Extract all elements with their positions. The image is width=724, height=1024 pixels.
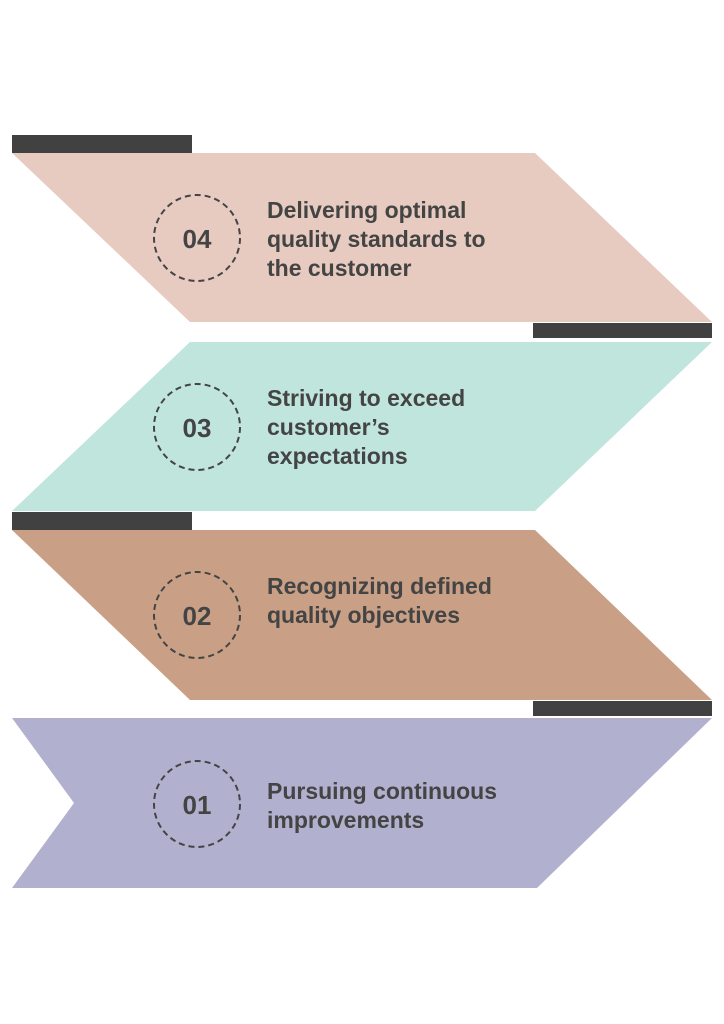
number-circle <box>153 571 241 659</box>
step-label-line: Delivering optimal <box>267 197 466 223</box>
step-label-line: improvements <box>267 807 424 833</box>
step-label-line: the customer <box>267 255 411 281</box>
step-number: 02 <box>183 601 212 631</box>
number-circle <box>153 194 241 282</box>
step-label: Delivering optimal quality standards to … <box>267 197 492 281</box>
number-circle <box>153 760 241 848</box>
step-label-line: quality standards to <box>267 226 486 252</box>
step-04: 04 Delivering optimal quality standards … <box>12 135 712 338</box>
step-label: Striving to exceed customer’s expectatio… <box>267 385 472 469</box>
step-02: 02 Recognizing defined quality objective… <box>12 530 712 716</box>
accent-bar-bottom-right <box>533 323 712 338</box>
step-label-line: Striving to exceed <box>267 385 465 411</box>
step-number: 03 <box>183 413 212 443</box>
step-label-line: quality objectives <box>267 602 460 628</box>
step-label: Recognizing defined quality objectives <box>267 573 498 628</box>
accent-bar-bottom-right <box>533 701 712 716</box>
step-label-line: Recognizing defined <box>267 573 492 599</box>
step-01: 01 Pursuing continuous improvements <box>12 718 712 888</box>
step-number: 04 <box>183 224 212 254</box>
step-band <box>12 718 712 888</box>
step-number: 01 <box>183 790 212 820</box>
step-label-line: Pursuing continuous <box>267 778 497 804</box>
accent-bar-top-left <box>12 135 192 153</box>
step-label: Pursuing continuous improvements <box>267 778 503 833</box>
number-circle <box>153 383 241 471</box>
step-label-line: expectations <box>267 443 408 469</box>
step-label-line: customer’s <box>267 414 390 440</box>
accent-bar-bottom-left <box>12 512 192 530</box>
step-03: 03 Striving to exceed customer’s expecta… <box>12 342 712 530</box>
